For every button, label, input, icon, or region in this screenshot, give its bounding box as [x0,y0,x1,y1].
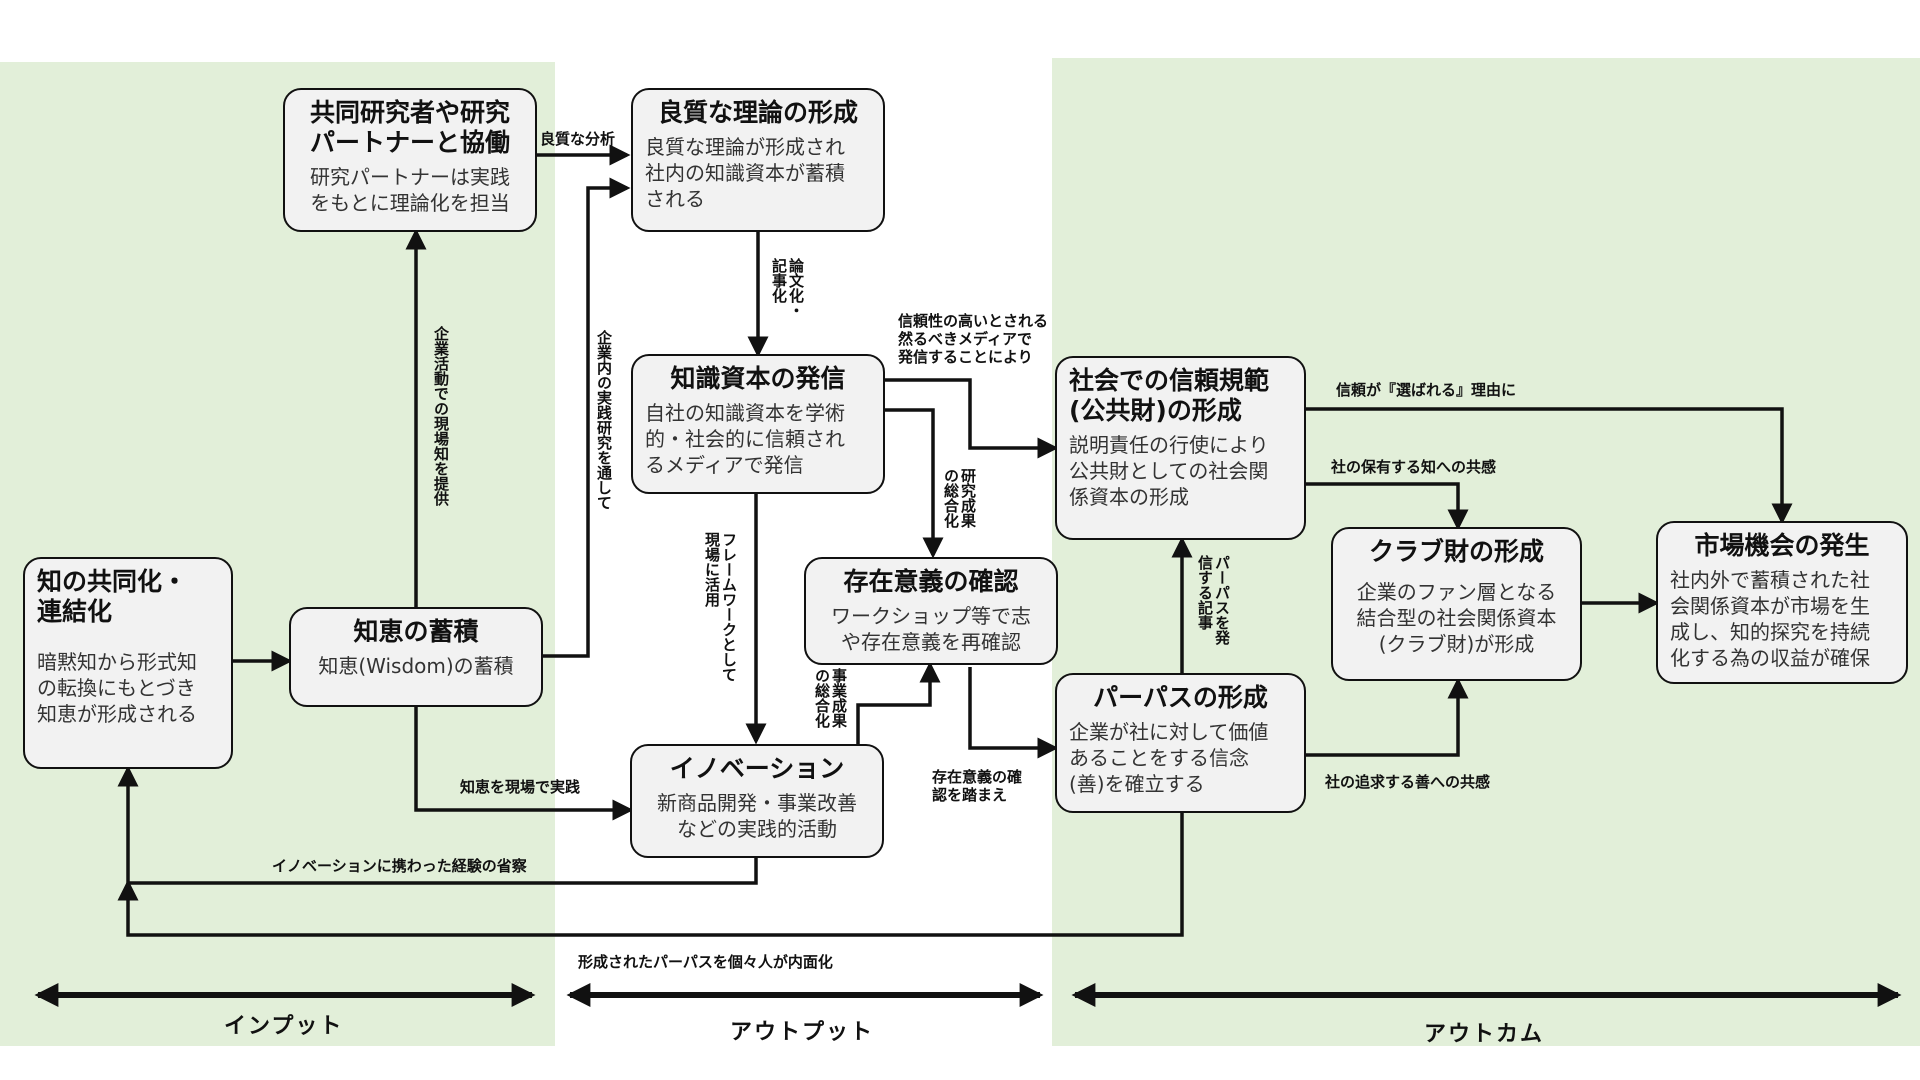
node-market-title: 市場機会の発生 [1694,531,1870,560]
label-internal-practice: 企業内の実践研究を通して [595,330,613,510]
edge-innovation-raison [856,661,941,744]
node-theory: 良質な理論の形成 良質な理論が形成され 社内の知識資本が蓄積 される [631,88,885,232]
node-raison: 存在意義の確認 ワークショップ等で志 や存在意義を再確認 [804,557,1058,665]
node-trust: 社会での信頼規範 (公共財)の形成 説明責任の行使により 公共財としての社会関 … [1055,356,1306,540]
node-purpose-desc: 企業が社に対して価値 あることをする信念 (善)を確立する [1069,720,1269,796]
node-publish: 知識資本の発信 自社の知識資本を学術 的・社会的に信頼され るメディアで発信 [631,354,885,494]
label-research-summary: 研究成果 の総合化 [942,468,977,528]
label-chosen-reason: 信頼が『選ばれる』理由に [1336,381,1517,399]
node-innovation-title: イノベーション [669,754,845,783]
edge-innovation-socialize [117,765,758,885]
node-raison-desc: ワークショップ等で志 や存在意義を再確認 [831,604,1031,654]
node-trust-title: 社会での信頼規範 (公共財)の形成 [1069,366,1270,425]
zone-label-output: アウトプット [730,1020,875,1045]
node-socialize-desc: 暗黙知から形式知 の転換にもとづき 知恵が形成される [37,650,197,726]
node-club-title: クラブ財の形成 [1368,537,1544,566]
node-wisdom: 知恵の蓄積 知恵(Wisdom)の蓄積 [289,607,543,707]
node-socialize: 知の共同化・ 連結化 暗黙知から形式知 の転換にもとづき 知恵が形成される [23,557,233,769]
node-purpose: パーパスの形成 企業が社に対して価値 あることをする信念 (善)を確立する [1055,673,1306,813]
label-based-on-raison: 存在意義の確 認を踏まえ [932,768,1023,804]
node-publish-desc: 自社の知識資本を学術 的・社会的に信頼され るメディアで発信 [645,401,845,477]
node-publish-title: 知識資本の発信 [670,364,846,393]
label-empathy-good: 社の追求する善への共感 [1325,773,1491,791]
zone-label-outcome: アウトカム [1424,1022,1545,1047]
edge-publish-raison [885,408,944,559]
edge-wisdom-innovation [414,707,634,821]
node-innovation: イノベーション 新商品開発・事業改善 などの実践的活動 [630,744,884,858]
label-purpose-article: パーパスを発 信する記事 [1196,555,1231,645]
edge-purpose-club [1306,677,1469,757]
node-raison-title: 存在意義の確認 [843,567,1019,596]
node-collab: 共同研究者や研究 パートナーと協働 研究パートナーは実践 をもとに理論化を担当 [283,88,537,232]
node-purpose-title: パーパスの形成 [1093,683,1268,712]
label-innovation-reflection: イノベーションに携わった経験の省察 [272,857,527,875]
node-innovation-desc: 新商品開発・事業改善 などの実践的活動 [657,791,857,841]
edge-trust-market [1306,407,1793,525]
node-club-desc: 企業のファン層となる 結合型の社会関係資本 (クラブ財)が形成 [1356,580,1557,656]
label-site-knowledge: 企業活動での現場知を提供 [432,326,450,506]
label-apply-wisdom: 知恵を現場で実践 [460,778,581,796]
edge-purpose-socialize [117,813,1184,937]
node-wisdom-desc: 知恵(Wisdom)の蓄積 [318,654,514,678]
edge-publish-trust [885,378,1059,459]
label-internalize-purpose: 形成されたパーパスを個々人が内面化 [578,953,833,971]
node-theory-title: 良質な理論の形成 [657,98,858,127]
edge-wisdom-theory [543,177,631,658]
edge-raison-purpose [968,667,1059,759]
node-theory-desc: 良質な理論が形成され 社内の知識資本が蓄積 される [645,135,845,211]
label-good-analysis: 良質な分析 [540,130,616,148]
node-market: 市場機会の発生 社内外で蓄積された社 会関係資本が市場を生 成し、知的探究を持続… [1656,521,1908,684]
node-club: クラブ財の形成 企業のファン層となる 結合型の社会関係資本 (クラブ財)が形成 [1331,527,1582,681]
label-paper-article: 論文化・ 記事化 [770,258,805,318]
node-trust-desc: 説明責任の行使により 公共財としての社会関 係資本の形成 [1069,433,1269,509]
label-business-summary: 事業成果 の総合化 [813,668,848,728]
edge-trust-club [1306,482,1469,531]
node-market-desc: 社内外で蓄積された社 会関係資本が市場を生 成し、知的探究を持続 化する為の収益… [1670,568,1870,670]
label-empathy-knowledge: 社の保有する知への共感 [1331,458,1497,476]
label-credible-media: 信頼性の高いとされる 然るべきメディアで 発信することにより [898,312,1049,366]
node-socialize-title: 知の共同化・ 連結化 [37,567,188,626]
node-collab-desc: 研究パートナーは実践 をもとに理論化を担当 [310,165,510,215]
zone-label-input: インプット [224,1014,344,1039]
label-framework: フレームワークとして 現場に活用 [703,532,738,682]
node-wisdom-title: 知恵の蓄積 [353,617,479,646]
node-collab-title: 共同研究者や研究 パートナーと協働 [309,98,510,157]
